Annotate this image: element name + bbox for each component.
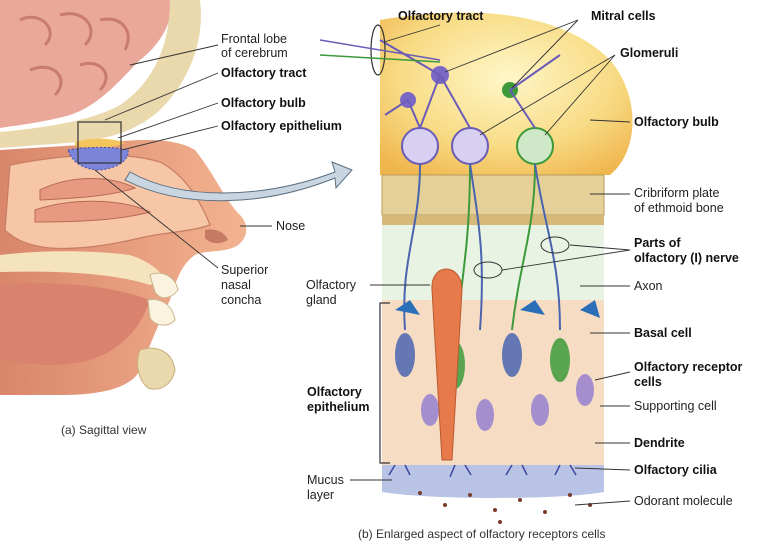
cribriform-plate	[381, 174, 605, 216]
label-odorant: Odorant molecule	[634, 494, 733, 508]
label-cribriform-2: of ethmoid bone	[634, 201, 724, 215]
lamina-propria	[382, 225, 604, 305]
label-olfactory-epi-2: epithelium	[307, 400, 370, 414]
epithelium-layer	[382, 300, 604, 465]
label-left-olfactory-tract: Olfactory tract	[221, 66, 307, 80]
label-glomeruli: Glomeruli	[620, 46, 679, 60]
left-leader-lines	[94, 44, 272, 269]
label-left-olfactory-epithelium: Olfactory epithelium	[221, 119, 342, 133]
label-concha: concha	[221, 293, 262, 307]
label-olfactory-cilia: Olfactory cilia	[634, 463, 717, 477]
glomeruli-group	[401, 127, 554, 165]
right-leader-lines	[350, 19, 631, 506]
nostril	[205, 229, 228, 244]
olfactory-gland	[431, 268, 463, 461]
nerve-bundle-ring-2	[540, 236, 570, 254]
label-dendrite: Dendrite	[634, 436, 685, 450]
tract-bundle	[319, 24, 441, 76]
label-supporting-cell: Supporting cell	[634, 399, 717, 413]
label-basal-cell: Basal cell	[634, 326, 692, 340]
label-parts-nerve-1: Parts of	[634, 236, 681, 250]
label-olfactory-epi-1: Olfactory	[307, 385, 362, 399]
palate	[0, 251, 165, 285]
left-olfactory-bulb	[75, 138, 125, 148]
mucus-layer	[382, 465, 604, 498]
odorant-molecules	[418, 491, 592, 524]
label-olfactory-gland-1: Olfactory	[306, 278, 357, 292]
label-mucus-2: layer	[307, 488, 335, 502]
label-frontal-lobe-2: of cerebrum	[221, 46, 288, 60]
brain-folds	[19, 12, 130, 97]
label-mitral-cells: Mitral cells	[591, 9, 656, 23]
skull-bone	[0, 0, 201, 148]
label-olfactory-gland-2: gland	[306, 293, 337, 307]
cribriform-edge	[382, 215, 604, 225]
tongue	[0, 283, 150, 365]
label-nasal: nasal	[221, 278, 251, 292]
upper-tooth	[149, 272, 179, 299]
label-receptor-cells-2: cells	[634, 375, 662, 389]
caption-sagittal-view: (a) Sagittal view	[61, 423, 147, 437]
sagittal-view-illustration	[0, 0, 247, 395]
jaw-bone	[137, 347, 176, 390]
label-cribriform-1: Cribriform plate	[634, 186, 720, 200]
label-parts-nerve-2: olfactory (I) nerve	[634, 251, 739, 265]
label-left-olfactory-bulb: Olfactory bulb	[221, 96, 306, 110]
enlarged-view-illustration	[380, 12, 633, 498]
label-right-olfactory-bulb: Olfactory bulb	[634, 115, 719, 129]
conchae	[34, 178, 152, 223]
label-axon: Axon	[634, 279, 663, 293]
label-right-olfactory-tract: Olfactory tract	[398, 9, 484, 23]
lower-tooth	[147, 299, 176, 326]
caption-enlarged-view: (b) Enlarged aspect of olfactory recepto…	[358, 527, 606, 541]
label-superior: Superior	[221, 263, 269, 277]
left-epithelium-patch	[67, 146, 129, 171]
zoom-arrow	[124, 161, 353, 202]
epithelium-bracket	[379, 302, 390, 464]
zoom-box	[77, 121, 122, 164]
label-mucus-1: Mucus	[307, 473, 344, 487]
label-nose: Nose	[276, 219, 306, 233]
label-receptor-cells-1: Olfactory receptor	[634, 360, 743, 374]
label-frontal-lobe: Frontal lobe	[221, 32, 288, 46]
cilia	[388, 464, 577, 478]
